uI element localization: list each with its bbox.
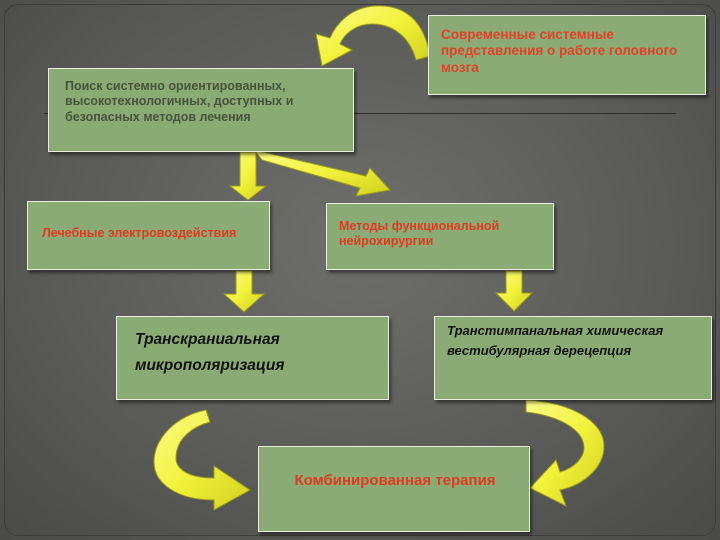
- curved-arrow-left: [153, 409, 251, 511]
- box-electro-treatments: Лечебные электровоздействия: [27, 201, 270, 270]
- down-arrow-neuro-to-transtympanic: [494, 270, 534, 312]
- box-functional-neurosurgery: Методы функциональной нейрохирургии: [326, 203, 554, 270]
- box-transcranial-text: Транскраниальная микрополяризация: [135, 331, 285, 374]
- box-modern-brain-concepts: Современные системные представления о ра…: [428, 15, 706, 95]
- slide-frame: [4, 4, 716, 536]
- title-divider-line: [44, 113, 676, 114]
- box-modern-text: Современные системные представления о ра…: [441, 27, 678, 75]
- box-search-text: Поиск системно ориентированных, высокоте…: [65, 79, 294, 124]
- box-search-treatment-methods: Поиск системно ориентированных, высокоте…: [48, 68, 354, 152]
- down-arrow-electro-to-transcranial: [222, 270, 266, 313]
- box-transcranial-micropolarization: Транскраниальная микрополяризация: [116, 316, 389, 400]
- curved-arrow-right: [525, 399, 605, 508]
- box-neuro-text: Методы функциональной нейрохирургии: [339, 219, 500, 249]
- box-electro-text: Лечебные электровоздействия: [42, 226, 237, 240]
- curved-arrow-top: [315, 5, 431, 67]
- box-combined-therapy: Комбинированная терапия: [258, 446, 530, 532]
- box-transtympanic-text: Транстимпанальная химическая вестибулярн…: [447, 323, 664, 358]
- diagonal-arrow-search-to-neuro: [252, 149, 391, 197]
- box-combined-text: Комбинированная терапия: [294, 472, 496, 489]
- box-transtympanic-deceptoration: Транстимпанальная химическая вестибулярн…: [434, 316, 712, 400]
- down-arrow-search-to-electro: [228, 151, 268, 201]
